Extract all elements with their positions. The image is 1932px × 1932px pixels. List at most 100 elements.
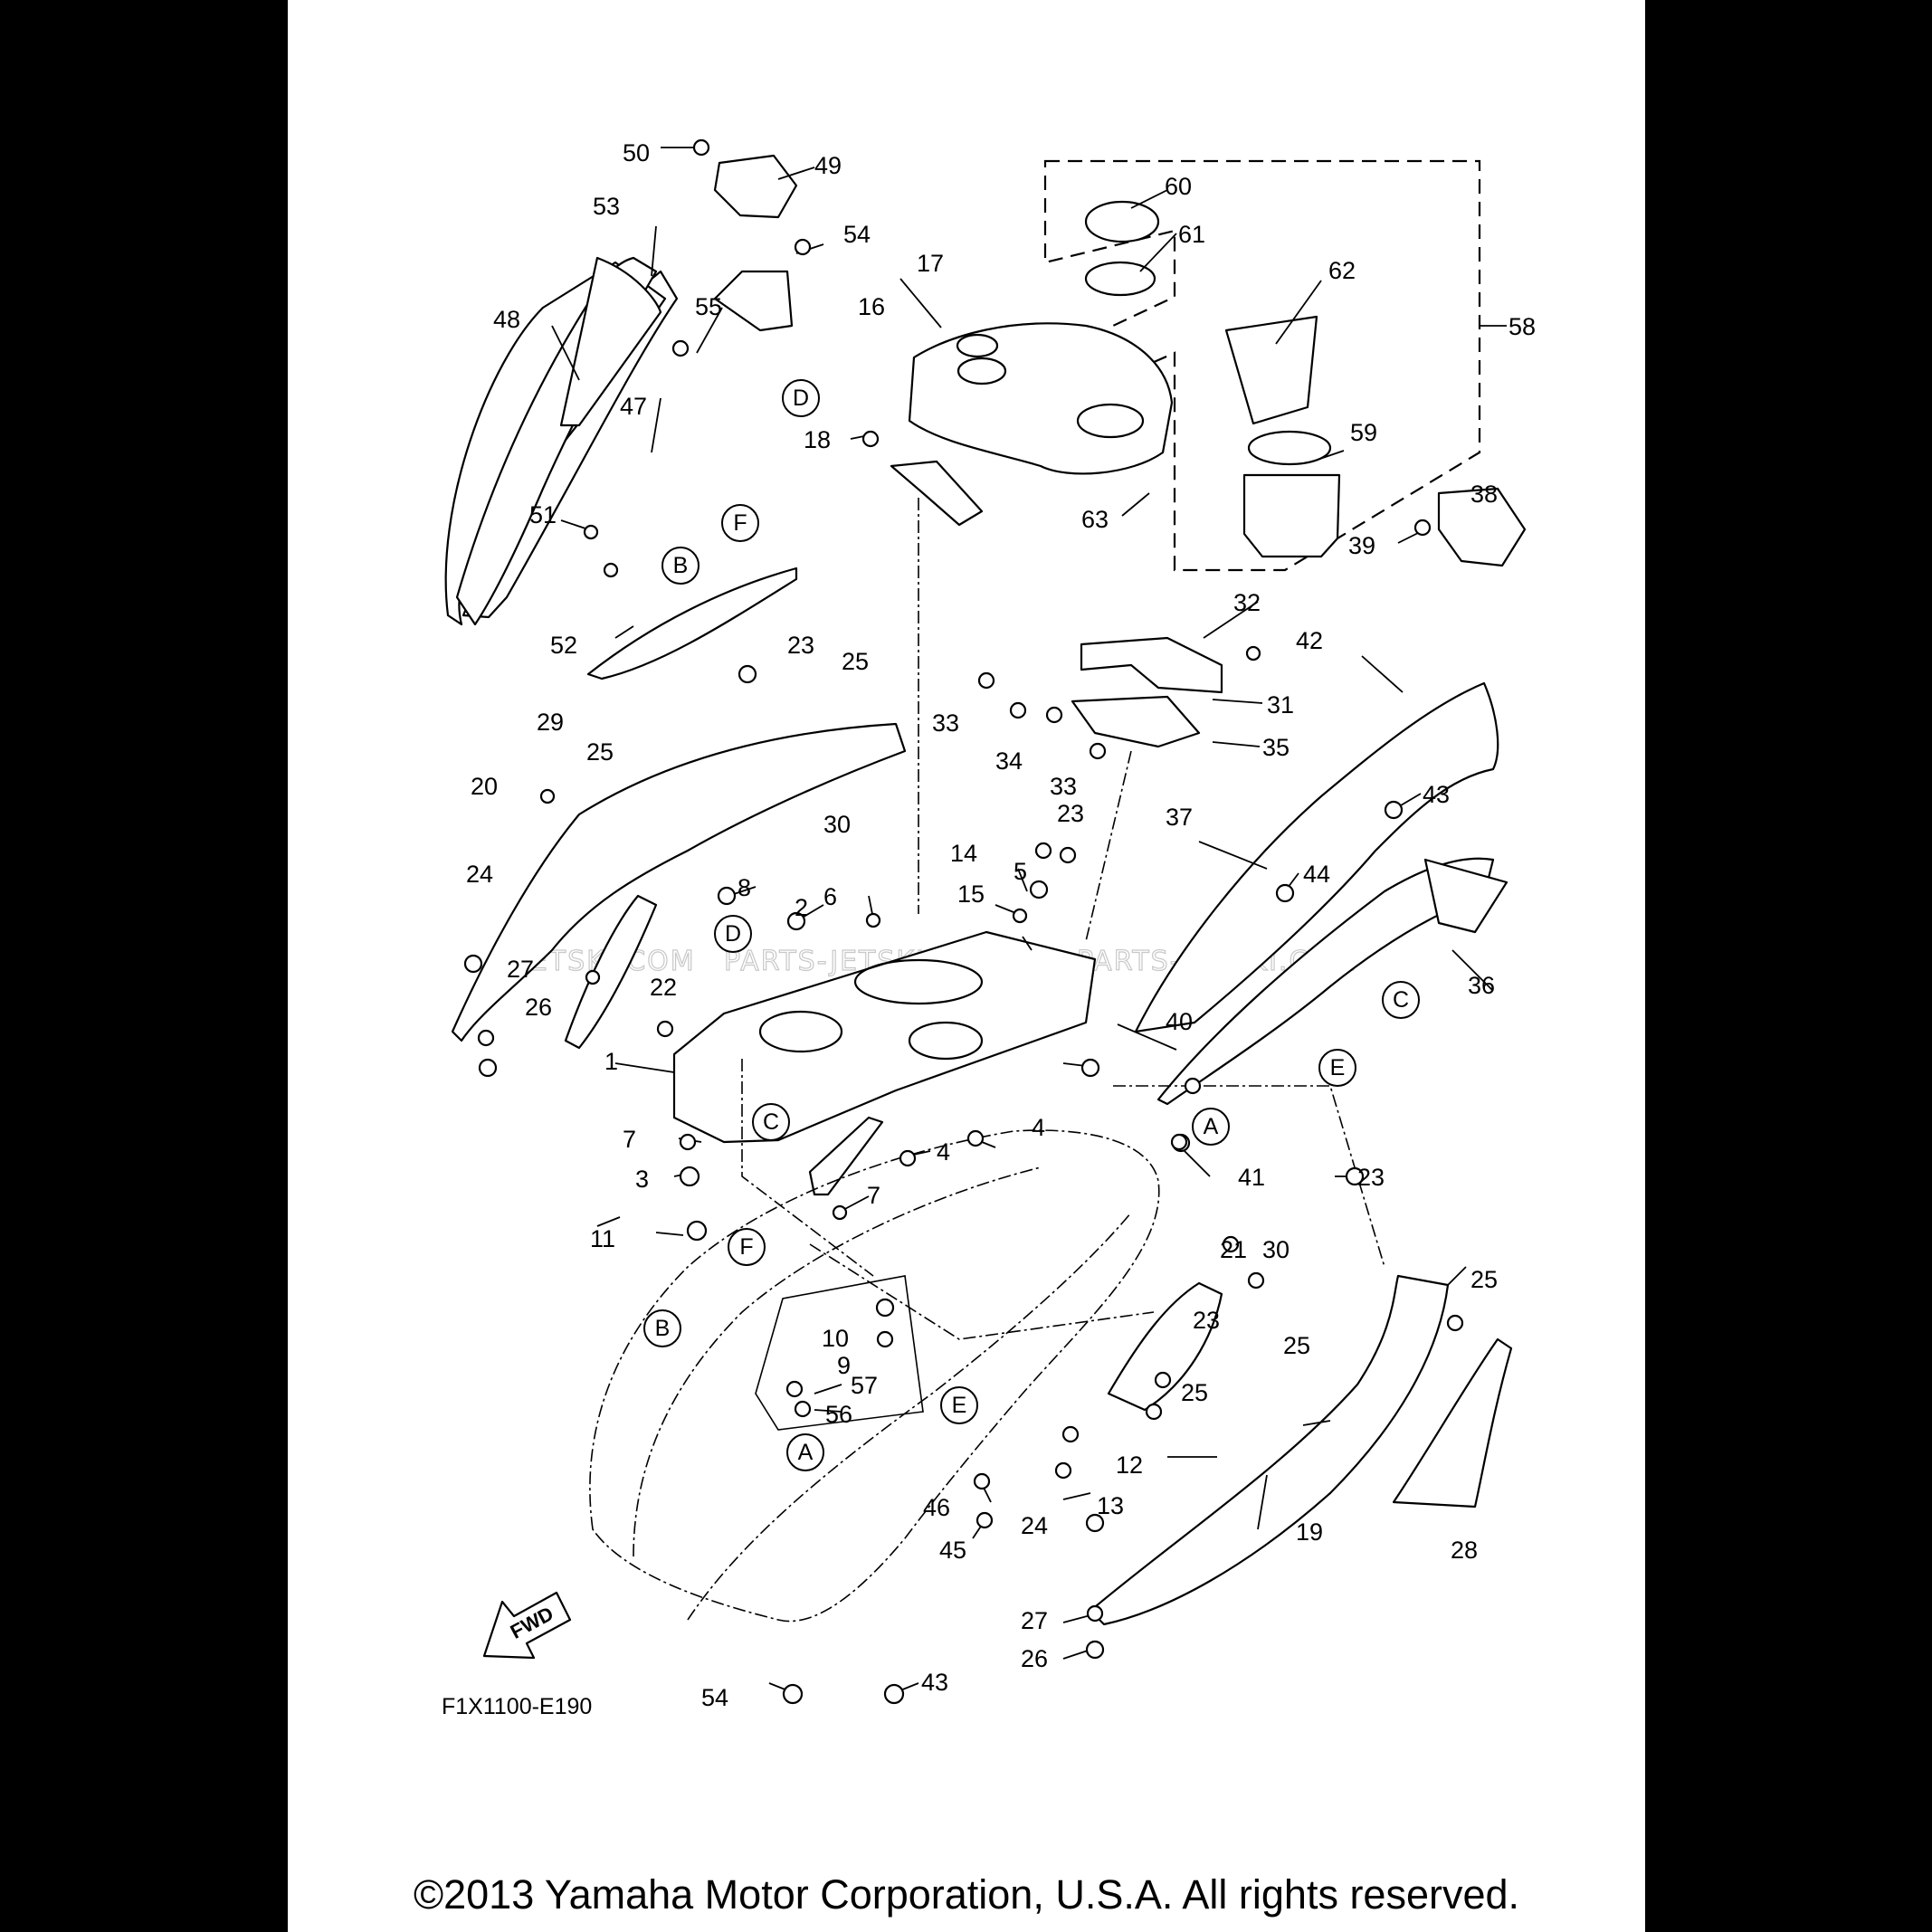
callout-number: 56 — [825, 1401, 852, 1428]
handlebar-cover — [908, 322, 1174, 475]
callout-number: 32 — [1233, 589, 1261, 616]
svg-text:F: F — [739, 1234, 753, 1260]
grip-handle — [713, 154, 798, 219]
footwell-opening — [755, 1275, 924, 1431]
console-opening — [853, 958, 984, 1005]
callout-number: 20 — [471, 773, 498, 800]
callout-number: 5 — [1014, 858, 1027, 885]
cover-lower-bracket — [890, 460, 984, 527]
right-deck-panel — [1134, 681, 1499, 1033]
ref-marker-e: E — [940, 1386, 978, 1424]
svg-text:E: E — [952, 1393, 967, 1418]
callout-number: 1 — [604, 1048, 618, 1075]
callout-number: 48 — [493, 306, 520, 333]
callout-number: 18 — [804, 426, 831, 453]
callout-number: 7 — [623, 1126, 636, 1153]
callout-number: 57 — [851, 1372, 878, 1399]
callout-number: 27 — [507, 956, 534, 983]
svg-text:E: E — [1330, 1055, 1346, 1080]
oil-reservoir — [1242, 473, 1341, 558]
ref-marker-e: E — [1318, 1049, 1356, 1087]
cover-pad — [956, 333, 999, 358]
hull-deck-inner-line — [633, 1166, 1042, 1557]
ref-marker-a: A — [786, 1433, 824, 1471]
callout-number: 46 — [923, 1494, 950, 1521]
callout-number: 7 — [867, 1182, 880, 1209]
callout-number: 23 — [1193, 1307, 1220, 1334]
glovebox-lid — [586, 566, 798, 680]
reference-line — [1085, 750, 1132, 942]
callout-number: 16 — [858, 293, 885, 320]
hull-deck-inner-line — [687, 1212, 1132, 1621]
callout-number: 19 — [1296, 1518, 1323, 1546]
callout-number: 62 — [1328, 257, 1356, 284]
callout-number: 8 — [738, 874, 751, 901]
callout-number: 54 — [843, 221, 871, 248]
callout-number: 30 — [823, 811, 851, 838]
tray-side-bracket — [1423, 858, 1508, 934]
callout-number: 43 — [1423, 781, 1450, 808]
callout-number: 3 — [635, 1166, 649, 1193]
callout-number: 10 — [822, 1325, 849, 1352]
callout-number: 36 — [1468, 972, 1495, 999]
hull-deck-outline — [589, 1129, 1160, 1623]
ref-marker-b: B — [661, 547, 700, 585]
callout-labels: 1 2 3 4 4 5 6 7 7 8 9 10 11 12 13 14 15 … — [466, 139, 1536, 1711]
callout-number: 25 — [1181, 1379, 1208, 1406]
front-cover-spine — [559, 256, 662, 427]
cover-opening — [1076, 403, 1145, 439]
callout-number: 63 — [1081, 506, 1109, 533]
ref-marker-d: D — [782, 379, 820, 417]
leader-lines — [551, 147, 1507, 1693]
hatch-plate — [1080, 636, 1223, 694]
cover-bracket — [713, 270, 794, 332]
callout-number: 61 — [1178, 221, 1205, 248]
filter-housing — [1224, 315, 1318, 425]
callout-number: 26 — [1021, 1645, 1048, 1672]
reference-line — [809, 1243, 1155, 1340]
callout-number: 41 — [1238, 1164, 1265, 1191]
callout-number: 12 — [1116, 1451, 1143, 1479]
figure-code: F1X1100-E190 — [442, 1694, 593, 1719]
ref-marker-f: F — [721, 504, 759, 542]
callout-number: 25 — [586, 738, 614, 766]
callout-number: 26 — [525, 994, 552, 1021]
filler-cap — [1084, 200, 1160, 243]
callout-number: 54 — [701, 1684, 728, 1711]
callout-number: 43 — [921, 1669, 948, 1696]
console-leg — [808, 1116, 884, 1196]
callout-number: 23 — [787, 632, 814, 659]
o-ring — [1084, 261, 1156, 297]
callout-number: 2 — [795, 894, 808, 921]
callout-number: 60 — [1165, 173, 1192, 200]
callout-number: 23 — [1057, 800, 1084, 827]
callout-number: 14 — [950, 840, 977, 867]
ref-marker-a: A — [1192, 1108, 1230, 1146]
reservoir-neck — [1247, 430, 1332, 466]
ref-marker-c: C — [1382, 981, 1420, 1019]
copyright-notice: ©2013 Yamaha Motor Corporation, U.S.A. A… — [413, 1871, 1520, 1918]
callout-number: 25 — [1470, 1266, 1498, 1293]
svg-text:A: A — [798, 1440, 814, 1465]
callout-number: 9 — [837, 1352, 851, 1379]
callout-number: 17 — [917, 250, 944, 277]
console-opening — [908, 1021, 984, 1061]
rear-side-panel — [1089, 1274, 1450, 1626]
reference-line — [741, 1059, 874, 1277]
callout-number: 24 — [1021, 1512, 1048, 1539]
front-console — [672, 930, 1097, 1144]
callout-number: 15 — [957, 880, 985, 908]
callout-number: 37 — [1166, 804, 1193, 831]
callout-number: 27 — [1021, 1607, 1048, 1634]
callout-number: 51 — [529, 501, 557, 528]
callout-number: 22 — [650, 974, 677, 1001]
cover-opening — [956, 357, 1007, 385]
callout-number: 40 — [1166, 1008, 1193, 1035]
ref-marker-b: B — [643, 1309, 681, 1347]
side-cover-piece — [1107, 1281, 1223, 1412]
callout-number: 28 — [1451, 1537, 1478, 1564]
callout-number: 30 — [1262, 1236, 1290, 1263]
callout-number: 38 — [1470, 481, 1498, 508]
callout-number: 39 — [1348, 532, 1375, 559]
